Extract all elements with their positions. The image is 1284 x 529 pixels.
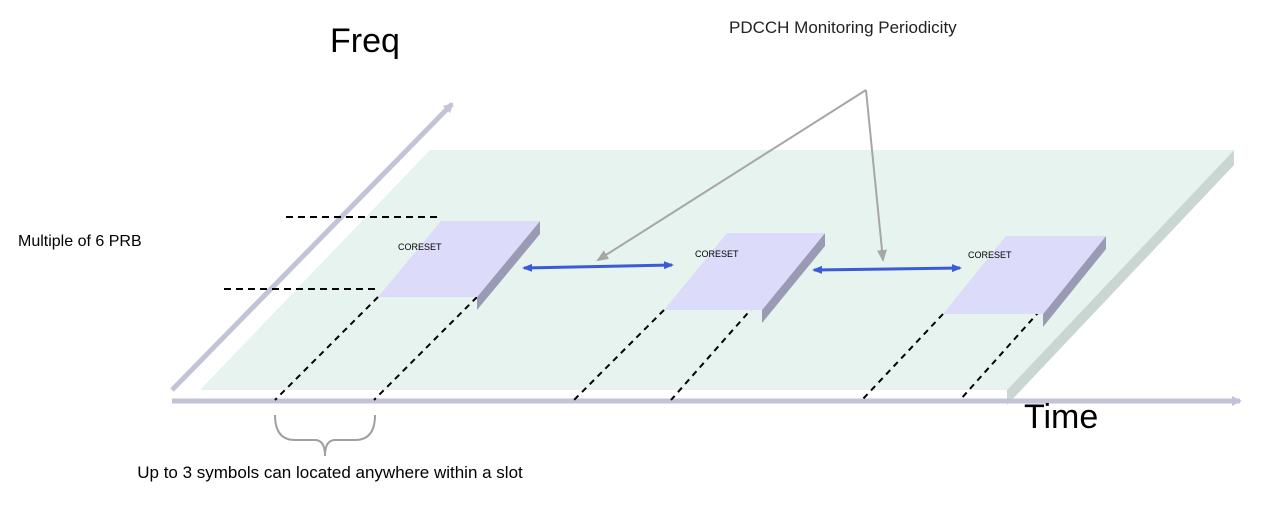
coreset-block-3 bbox=[943, 236, 1106, 327]
coreset-label-1: CORESET bbox=[398, 242, 442, 252]
monitoring-periodicity-label: PDCCH Monitoring Periodicity bbox=[729, 18, 957, 37]
coreset-label-3: CORESET bbox=[968, 250, 1012, 260]
prb-bandwidth-label: Multiple of 6 PRB bbox=[18, 233, 142, 250]
freq-axis-line bbox=[170, 102, 454, 392]
coreset-block-2 bbox=[664, 233, 825, 323]
callout-line-right bbox=[865, 89, 887, 262]
grid-plane-side bbox=[1007, 150, 1234, 405]
periodicity-arrow-1 bbox=[522, 261, 674, 272]
callout-line-left bbox=[596, 89, 867, 262]
periodicity-arrow-2 bbox=[812, 264, 962, 274]
freq-axis-label: Freq bbox=[330, 22, 400, 60]
coreset-block-1 bbox=[378, 221, 540, 310]
symbols-brace bbox=[274, 414, 376, 457]
symbols-note-label: Up to 3 symbols can located anywhere wit… bbox=[137, 463, 523, 482]
coreset-label-2: CORESET bbox=[695, 249, 739, 259]
time-axis-label: Time bbox=[1024, 398, 1099, 436]
